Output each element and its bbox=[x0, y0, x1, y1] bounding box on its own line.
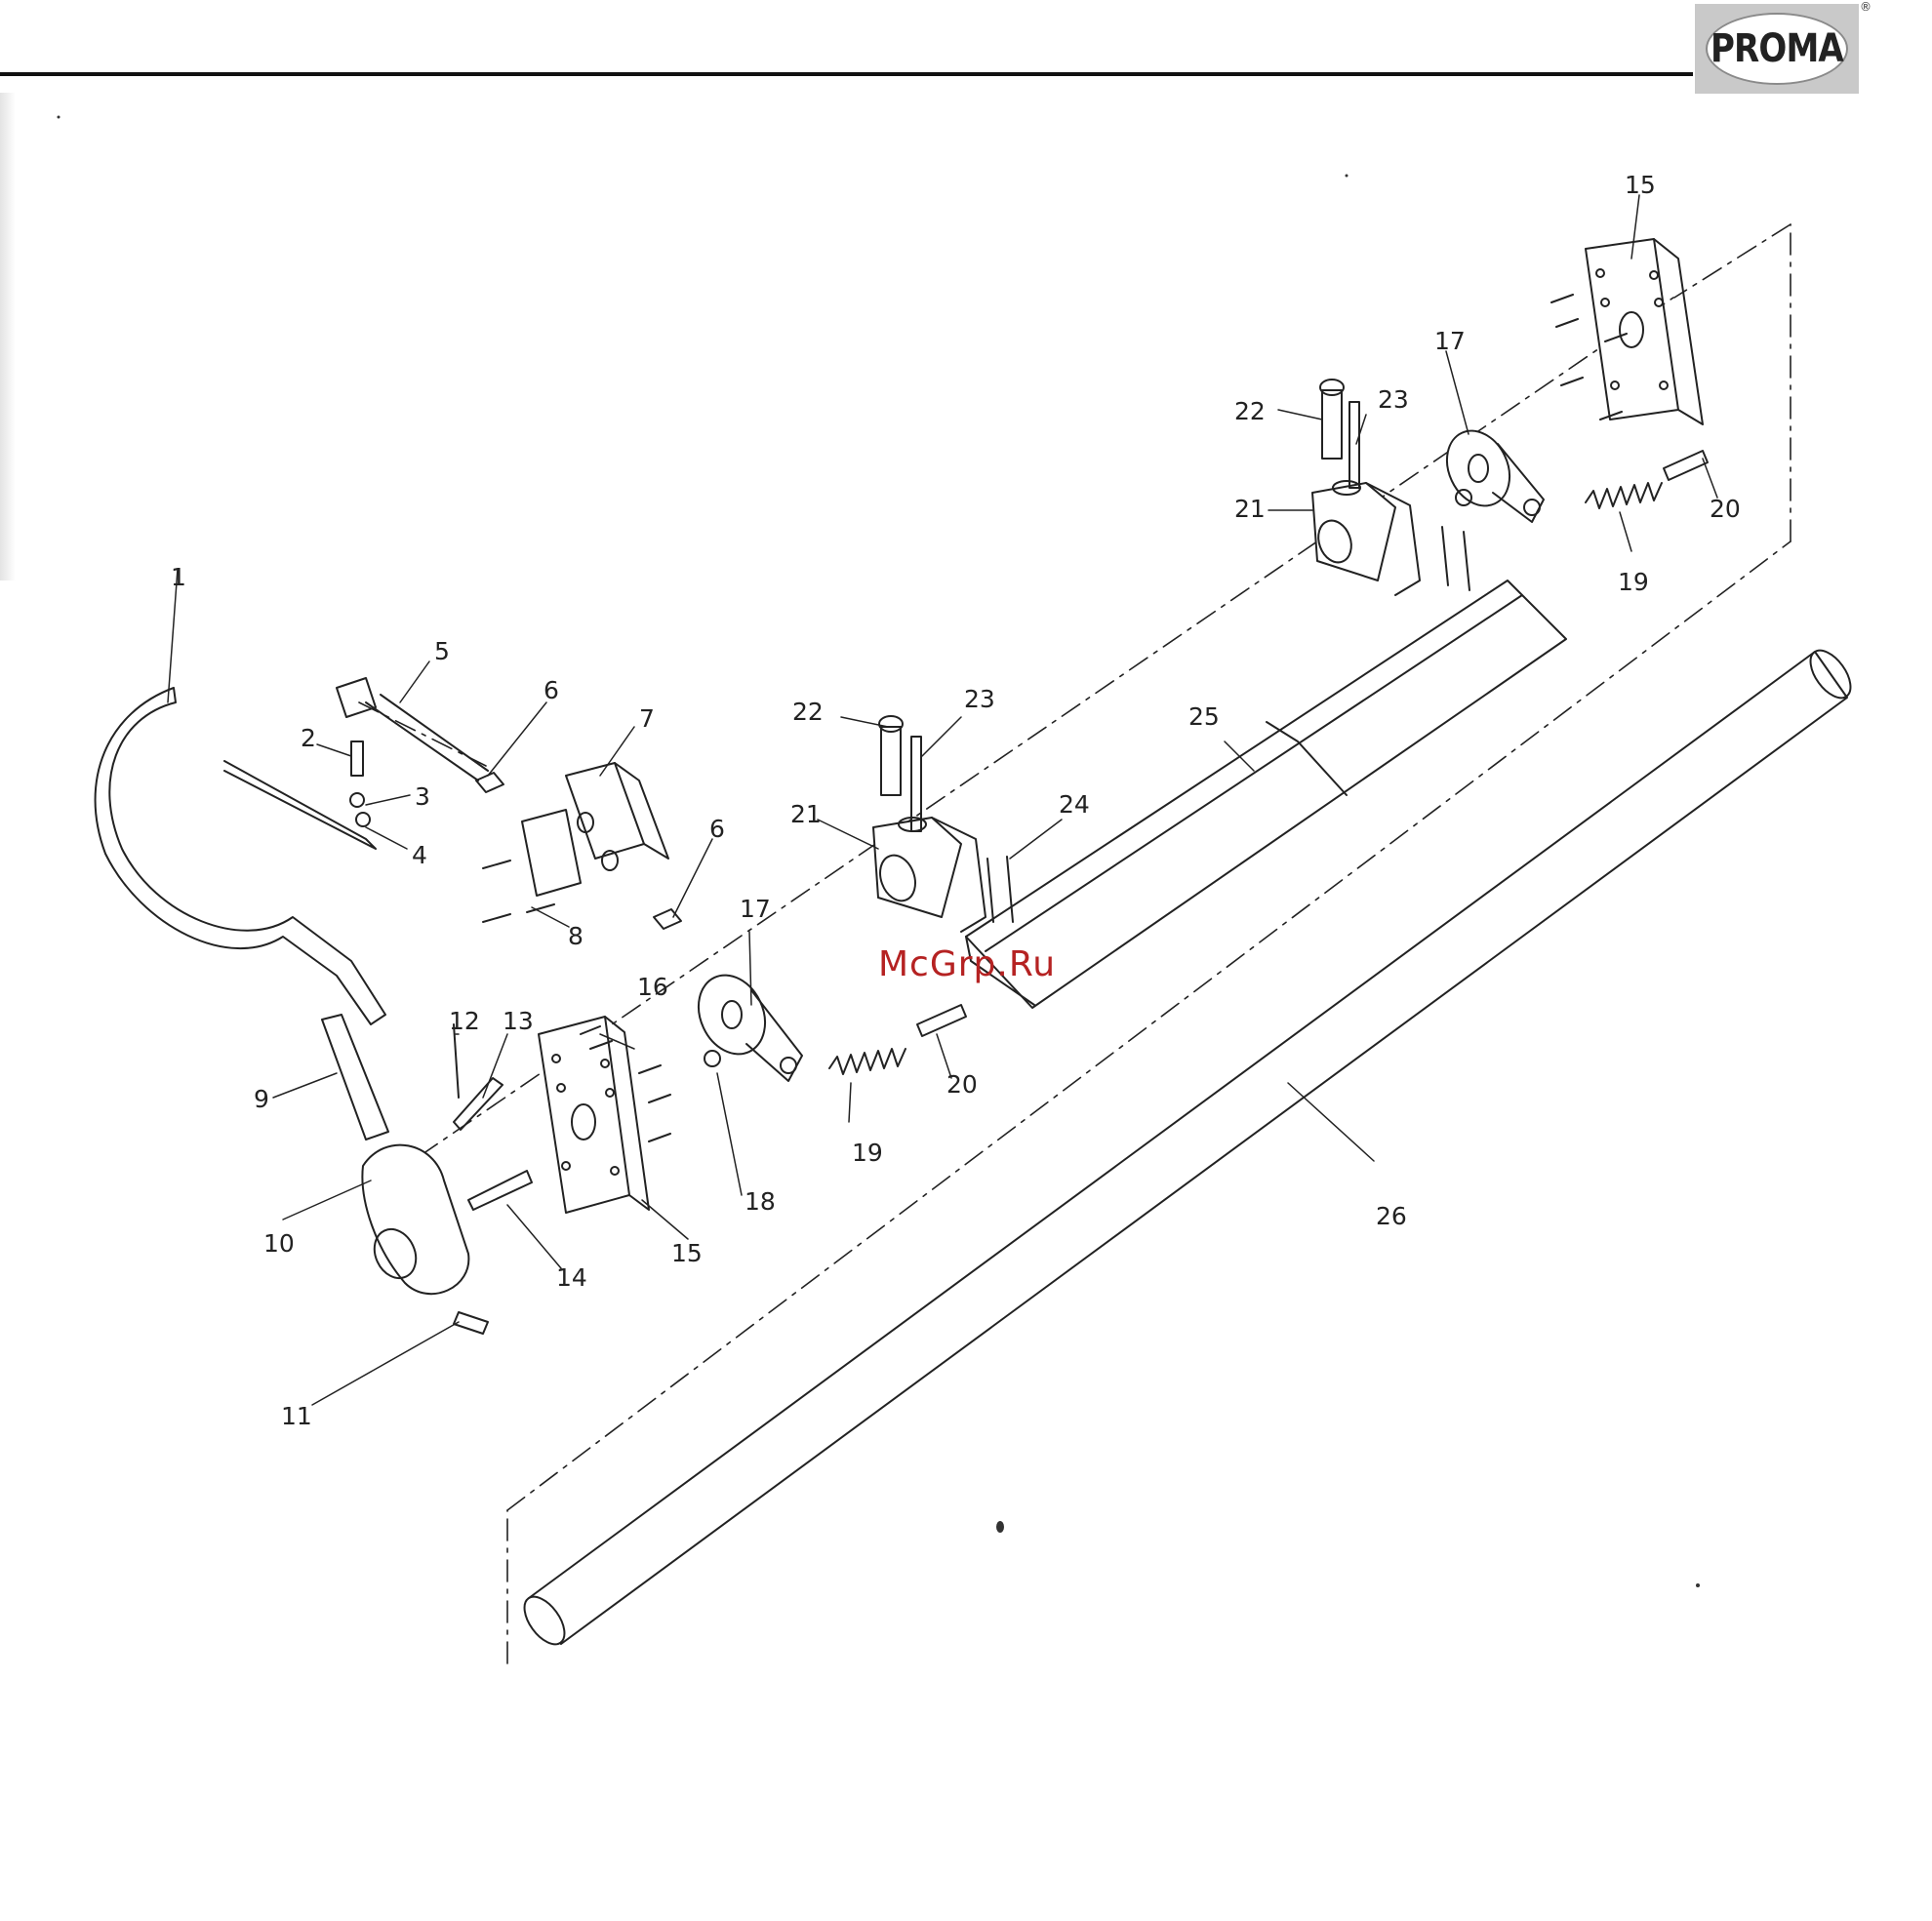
callout-8: 8 bbox=[568, 922, 584, 950]
callout-22-right: 22 bbox=[1234, 397, 1266, 425]
part-21-block-left bbox=[873, 818, 986, 932]
part-6-nut-upper bbox=[476, 773, 503, 792]
part-15-plate-left bbox=[539, 1017, 649, 1213]
callout-17-left: 17 bbox=[740, 895, 771, 923]
watermark: McGrp.Ru bbox=[878, 944, 1056, 984]
part-15-plate-right bbox=[1586, 239, 1703, 424]
part-18-nut-left bbox=[704, 1051, 720, 1066]
callout-20-right: 20 bbox=[1710, 495, 1741, 523]
part-22-bolt-left bbox=[879, 716, 903, 795]
callout-6-upper: 6 bbox=[543, 676, 559, 704]
callout-2: 2 bbox=[301, 724, 316, 752]
callout-15-lower: 15 bbox=[671, 1239, 703, 1267]
callout-21-right: 21 bbox=[1234, 495, 1266, 523]
part-22-bolt-right bbox=[1320, 380, 1344, 459]
part-12-pin bbox=[454, 1024, 459, 1098]
callout-23-right: 23 bbox=[1378, 385, 1409, 414]
callout-21-left: 21 bbox=[790, 800, 822, 828]
callout-17-right: 17 bbox=[1434, 327, 1466, 355]
callout-26: 26 bbox=[1376, 1202, 1407, 1230]
callout-19-left: 19 bbox=[852, 1139, 883, 1167]
callout-16: 16 bbox=[637, 973, 668, 1001]
callout-23-left: 23 bbox=[964, 685, 995, 713]
callout-13: 13 bbox=[503, 1007, 534, 1035]
callout-15-upper: 15 bbox=[1625, 171, 1656, 199]
callout-19-right: 19 bbox=[1618, 568, 1649, 596]
callout-12: 12 bbox=[449, 1007, 480, 1035]
callout-1: 1 bbox=[171, 563, 186, 591]
part-20-stud-left bbox=[917, 1005, 966, 1036]
part-17-crank-right bbox=[1435, 420, 1544, 522]
part-6-nut-lower bbox=[654, 909, 681, 929]
callout-14: 14 bbox=[556, 1263, 587, 1292]
part-1-handle bbox=[96, 688, 385, 1024]
part-20-stud-right bbox=[1664, 451, 1708, 480]
callout-24: 24 bbox=[1059, 790, 1090, 819]
callout-20-left: 20 bbox=[946, 1070, 978, 1099]
part-2-3-4-fasteners bbox=[350, 741, 370, 826]
callout-4: 4 bbox=[412, 841, 427, 869]
callout-5: 5 bbox=[434, 637, 450, 665]
callout-25: 25 bbox=[1188, 702, 1220, 731]
callout-6-lower: 6 bbox=[709, 815, 725, 843]
callout-22-left: 22 bbox=[792, 698, 824, 726]
callout-7: 7 bbox=[639, 704, 655, 733]
callout-9: 9 bbox=[254, 1085, 269, 1113]
part-14-pin bbox=[468, 1171, 532, 1210]
part-23-pin-right bbox=[1349, 402, 1359, 488]
part-19-spring-left bbox=[829, 1049, 906, 1074]
part-11-screw bbox=[454, 1312, 488, 1334]
part-7-bracket bbox=[522, 763, 668, 896]
callout-10: 10 bbox=[263, 1229, 295, 1258]
callout-3: 3 bbox=[415, 782, 430, 811]
part-10-lever bbox=[362, 1145, 468, 1295]
callout-18: 18 bbox=[745, 1187, 776, 1216]
part-17-crank-left bbox=[686, 964, 802, 1081]
callout-11: 11 bbox=[281, 1402, 312, 1430]
part-19-spring-right bbox=[1586, 483, 1662, 508]
part-21-block-right bbox=[1312, 481, 1420, 595]
part-9-link-plate bbox=[322, 1015, 388, 1140]
